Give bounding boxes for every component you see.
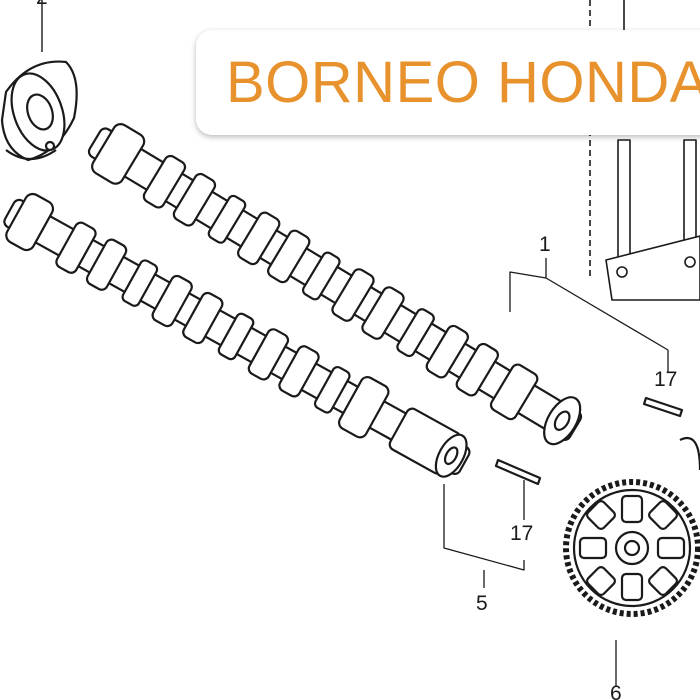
leader-lines xyxy=(443,258,669,686)
dowel-pin-lower xyxy=(494,458,542,486)
callout-1: 1 xyxy=(539,233,551,256)
pulley-cap-part xyxy=(0,0,78,162)
callout-5: 5 xyxy=(476,592,488,615)
exhaust-camshaft xyxy=(3,192,471,478)
dowel-pin-upper xyxy=(642,396,684,418)
intake-camshaft xyxy=(87,123,583,446)
callout-6: 6 xyxy=(610,682,622,700)
cam-sprocket xyxy=(563,437,700,617)
brand-name: BORNEO HONDA xyxy=(226,50,700,115)
brand-banner: BORNEO HONDA xyxy=(196,30,700,135)
cylinder-head-fragment xyxy=(589,0,700,301)
callout-17-upper: 17 xyxy=(654,368,677,391)
callout-17-lower: 17 xyxy=(510,522,533,545)
callout-2: 2 xyxy=(36,0,48,9)
